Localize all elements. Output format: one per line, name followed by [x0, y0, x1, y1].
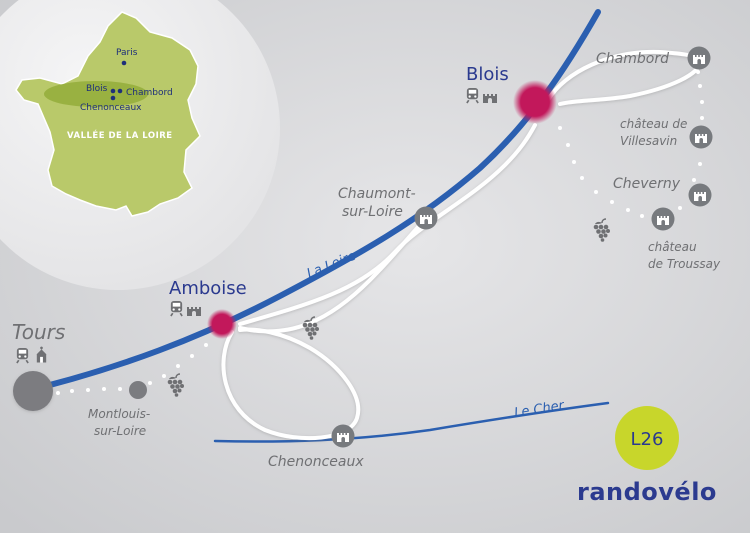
inset-region-label: VALLÉE DE LA LOIRE [67, 129, 173, 141]
place-troussay-line2: de Troussay [648, 257, 721, 271]
castle-icon [688, 183, 712, 207]
blois-marker [513, 80, 557, 124]
cher-river [213, 401, 610, 443]
castle-icon [414, 206, 438, 230]
place-cheverny: Cheverny [613, 176, 681, 192]
castle-icon [651, 207, 675, 231]
tours-marker [13, 371, 53, 411]
france-inset: Paris Blois Chambord Chenonceaux VALLÉE … [0, 0, 280, 290]
inset-city-paris: Paris [116, 48, 138, 58]
place-chambord: Chambord [596, 51, 669, 67]
place-troussay-line1: château [648, 240, 697, 254]
castle-icon [687, 46, 711, 70]
route-badge [615, 406, 679, 470]
place-tours: Tours [12, 320, 65, 344]
castle-icon [689, 125, 713, 149]
inset-dot-paris [121, 60, 127, 66]
place-villesavin-line1: château de [620, 117, 687, 131]
place-villesavin-line2: Villesavin [620, 134, 677, 148]
route-code: L26 [631, 429, 664, 450]
place-montlouis-line1: Montlouis- [88, 407, 150, 421]
place-chaumont-line2: sur-Loire [342, 204, 403, 220]
brand-logo: randovélo [577, 478, 717, 506]
place-blois: Blois [466, 64, 509, 85]
amboise-marker [207, 309, 237, 339]
loire-valley-region [44, 81, 148, 107]
inset-dot-chambord [117, 88, 123, 94]
montlouis-marker [129, 381, 147, 399]
place-chenonceaux: Chenonceaux [268, 454, 364, 470]
inset-city-chambord: Chambord [126, 88, 173, 98]
inset-dot-chenonceaux [110, 95, 116, 101]
place-montlouis-line2: sur-Loire [94, 424, 146, 438]
inset-city-chenonceaux: Chenonceaux [80, 103, 142, 113]
france-outline [15, 11, 201, 217]
castle-icon [331, 424, 355, 448]
inset-city-blois: Blois [86, 84, 108, 94]
inset-dot-blois [110, 88, 116, 94]
place-amboise: Amboise [169, 278, 247, 299]
place-chaumont-line1: Chaumont- [338, 186, 416, 202]
cycling-route [221, 49, 702, 441]
dotted-trails [56, 70, 704, 395]
